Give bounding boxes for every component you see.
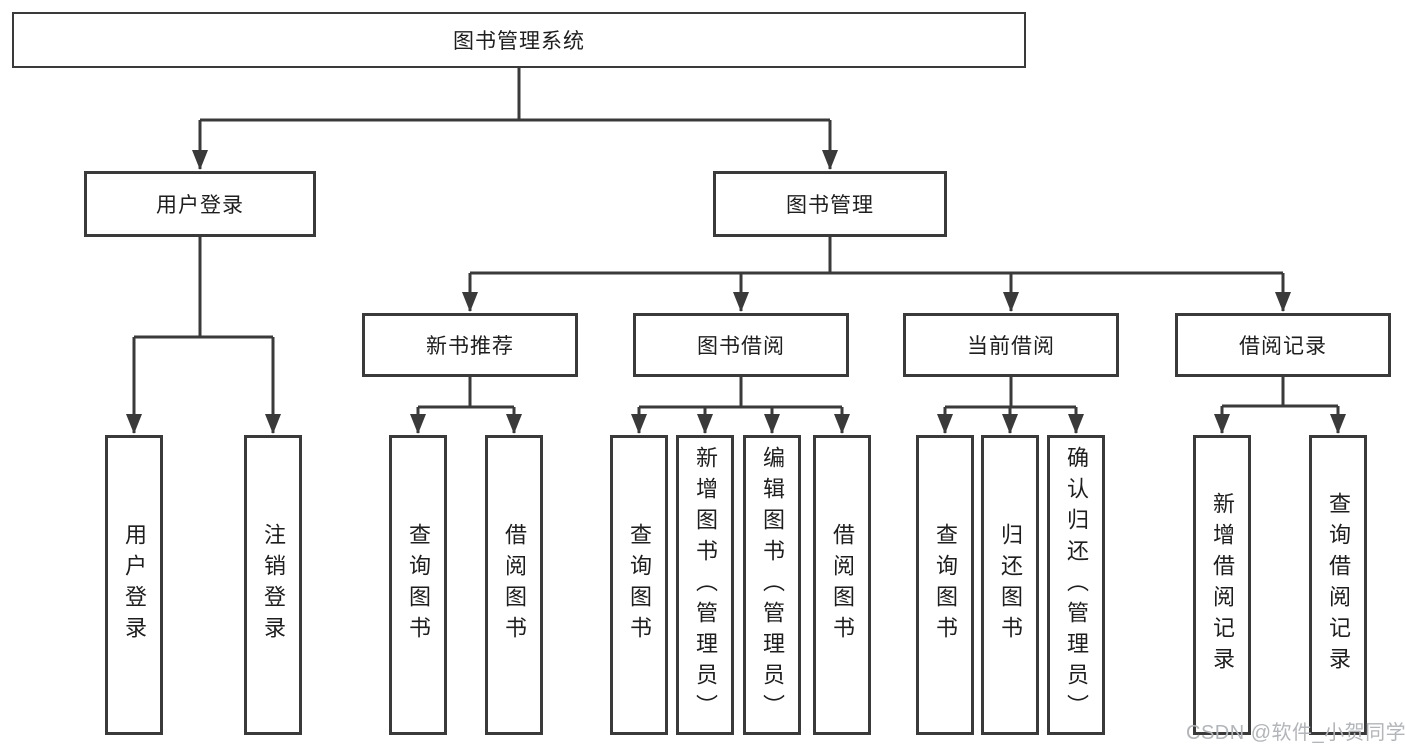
- node-book-management-label: 图书管理: [786, 194, 874, 217]
- leaf-query-books-1-label: 查询图书: [406, 523, 431, 647]
- leaf-add-books-admin: 新增图书（管理员）: [676, 435, 734, 735]
- node-new-book-recommend-label: 新书推荐: [426, 335, 514, 358]
- node-library-system: 图书管理系统: [12, 12, 1026, 68]
- leaf-return-books-label: 归还图书: [998, 523, 1023, 647]
- node-new-book-recommend: 新书推荐: [362, 313, 578, 377]
- node-book-borrowing-label: 图书借阅: [697, 335, 785, 358]
- leaf-query-books-3: 查询图书: [916, 435, 974, 735]
- node-current-borrowing-label: 当前借阅: [967, 335, 1055, 358]
- leaf-confirm-return-admin: 确认归还（管理员）: [1047, 435, 1105, 735]
- leaf-borrow-books-1: 借阅图书: [485, 435, 543, 735]
- leaf-query-books-2-label: 查询图书: [627, 523, 652, 647]
- leaf-user-login: 用户登录: [105, 435, 163, 735]
- leaf-query-borrow-record: 查询借阅记录: [1309, 435, 1367, 735]
- leaf-logout-label: 注销登录: [261, 523, 286, 647]
- leaf-user-login-label: 用户登录: [122, 523, 147, 647]
- csdn-watermark: CSDN @软件_小贺同学: [1186, 722, 1405, 744]
- leaf-edit-books-admin-label: 编辑图书（管理员）: [760, 445, 785, 725]
- leaf-borrow-books-2-label: 借阅图书: [830, 523, 855, 647]
- node-book-borrowing: 图书借阅: [633, 313, 849, 377]
- node-user-login-label: 用户登录: [156, 194, 244, 217]
- node-book-management: 图书管理: [713, 171, 947, 237]
- leaf-add-borrow-record: 新增借阅记录: [1193, 435, 1251, 735]
- node-user-login: 用户登录: [84, 171, 316, 237]
- node-borrow-records: 借阅记录: [1175, 313, 1391, 377]
- leaf-borrow-books-2: 借阅图书: [813, 435, 871, 735]
- leaf-query-borrow-record-label: 查询借阅记录: [1326, 492, 1351, 678]
- node-current-borrowing: 当前借阅: [903, 313, 1119, 377]
- leaf-add-books-admin-label: 新增图书（管理员）: [693, 445, 718, 725]
- leaf-borrow-books-1-label: 借阅图书: [502, 523, 527, 647]
- leaf-return-books: 归还图书: [981, 435, 1039, 735]
- leaf-add-borrow-record-label: 新增借阅记录: [1210, 492, 1235, 678]
- leaf-query-books-2: 查询图书: [610, 435, 668, 735]
- node-library-system-label: 图书管理系统: [453, 30, 585, 53]
- leaf-logout: 注销登录: [244, 435, 302, 735]
- leaf-confirm-return-admin-label: 确认归还（管理员）: [1064, 445, 1089, 725]
- leaf-query-books-1: 查询图书: [389, 435, 447, 735]
- leaf-edit-books-admin: 编辑图书（管理员）: [743, 435, 801, 735]
- node-borrow-records-label: 借阅记录: [1239, 335, 1327, 358]
- leaf-query-books-3-label: 查询图书: [933, 523, 958, 647]
